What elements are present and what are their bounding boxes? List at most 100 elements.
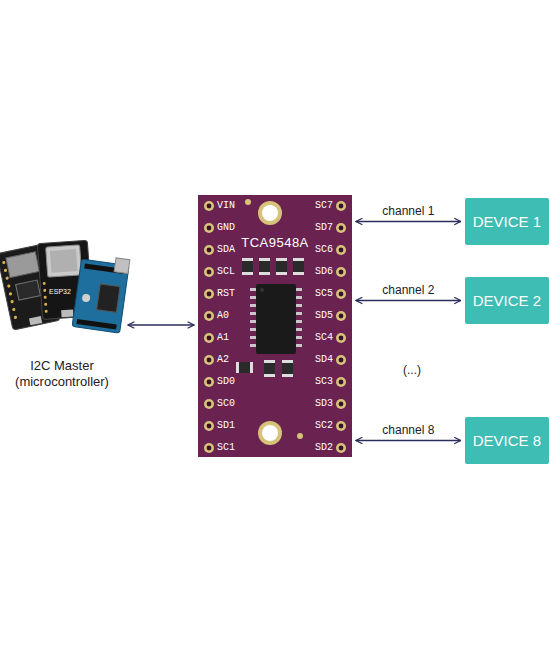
pin-pad [336,399,346,409]
chip-leg [295,328,302,331]
pin-pad [204,201,214,211]
pin-pad [336,201,346,211]
pin-name: SC3 [315,376,333,388]
pin-hole [339,292,344,297]
connector-arrow [356,440,461,442]
chip-leg [250,296,257,299]
pin-name: GND [217,222,235,234]
multiplexer-board: TCA9548A [198,195,352,457]
chip-leg [295,288,302,291]
pin-hole [207,446,212,451]
pin-pad [336,245,346,255]
pin-name: SC2 [315,420,333,432]
pin-name: SD7 [315,222,333,234]
pin-name: SCL [217,266,235,278]
board-marking: ESP32 [49,288,71,296]
pin-hole [339,204,344,209]
chip-leg [250,328,257,331]
pin-pad [204,267,214,277]
master-label-box: I2C Master (microcontroller) [0,240,124,392]
pin-name: SD4 [315,354,333,366]
pin-pad [336,421,346,431]
chip-leg [250,304,257,307]
pin-hole [207,424,212,429]
pin-hole [339,226,344,231]
pin-hole [339,248,344,253]
chip-leg [295,304,302,307]
connector-arrow [356,221,461,223]
pin-name: A2 [217,354,229,366]
pin-pad [336,443,346,453]
pin-hole [339,270,344,275]
pin-pad [204,399,214,409]
smd-parts [236,258,304,377]
pin-pad [204,421,214,431]
pin-name: SC4 [315,332,333,344]
device-box: DEVICE 1 [465,198,549,245]
pin-name: SD1 [217,420,235,432]
pin-name: RST [217,288,235,300]
pin-name: SDA [217,244,235,256]
pin-hole [207,380,212,385]
pin-pad [204,289,214,299]
pin-hole [207,248,212,253]
chip-leg [250,336,257,339]
pin-pad [336,377,346,387]
chip-leg [250,344,257,347]
breakout-board [198,195,352,457]
chip-leg [295,320,302,323]
pin-hole [339,314,344,319]
pin-hole [339,380,344,385]
chip-leg [250,288,257,291]
pin-name: SD5 [315,310,333,322]
pin-name: SC1 [217,442,235,454]
channel-label: channel 1 [379,204,437,218]
node-text: I2C Master (microcontroller) [0,358,124,390]
node-text: DEVICE 8 [473,432,541,449]
ellipsis-note: (...) [403,363,421,377]
pin-name: SC6 [315,244,333,256]
pin-hole [207,292,212,297]
pin-pad [204,245,214,255]
pin-name: SD3 [315,398,333,410]
pin-pad [336,223,346,233]
connector-arrow [128,324,194,326]
arduino-board [72,253,130,333]
node-text: DEVICE 1 [473,213,541,230]
pin-hole [339,446,344,451]
pin-hole [339,402,344,407]
pin-pad [336,311,346,321]
pin-pad [204,333,214,343]
pin-hole [339,358,344,363]
pin-hole [339,336,344,341]
device-box: DEVICE 2 [465,277,549,324]
channel-label: channel 8 [379,423,437,437]
pin-name: SC7 [315,200,333,212]
pin-name: SC0 [217,398,235,410]
pin-pad [204,443,214,453]
chip-leg [250,312,257,315]
channel-label: channel 2 [379,283,437,297]
pin-hole [207,336,212,341]
pin-pad [336,267,346,277]
ic-chip [250,284,302,354]
pin-name: SD6 [315,266,333,278]
pin-pad [336,355,346,365]
chip-leg [250,320,257,323]
pin-name: SD2 [315,442,333,454]
pin-hole [207,226,212,231]
chip-leg [295,296,302,299]
device-box: DEVICE 8 [465,417,549,464]
pin-pad [336,289,346,299]
pin-pad [204,355,214,365]
pin-name: SD0 [217,376,235,388]
pin-hole [339,424,344,429]
node-text: DEVICE 2 [473,292,541,309]
chip-leg [295,312,302,315]
pin-pad [204,311,214,321]
pin-name: VIN [217,200,235,212]
pin-hole [207,270,212,275]
